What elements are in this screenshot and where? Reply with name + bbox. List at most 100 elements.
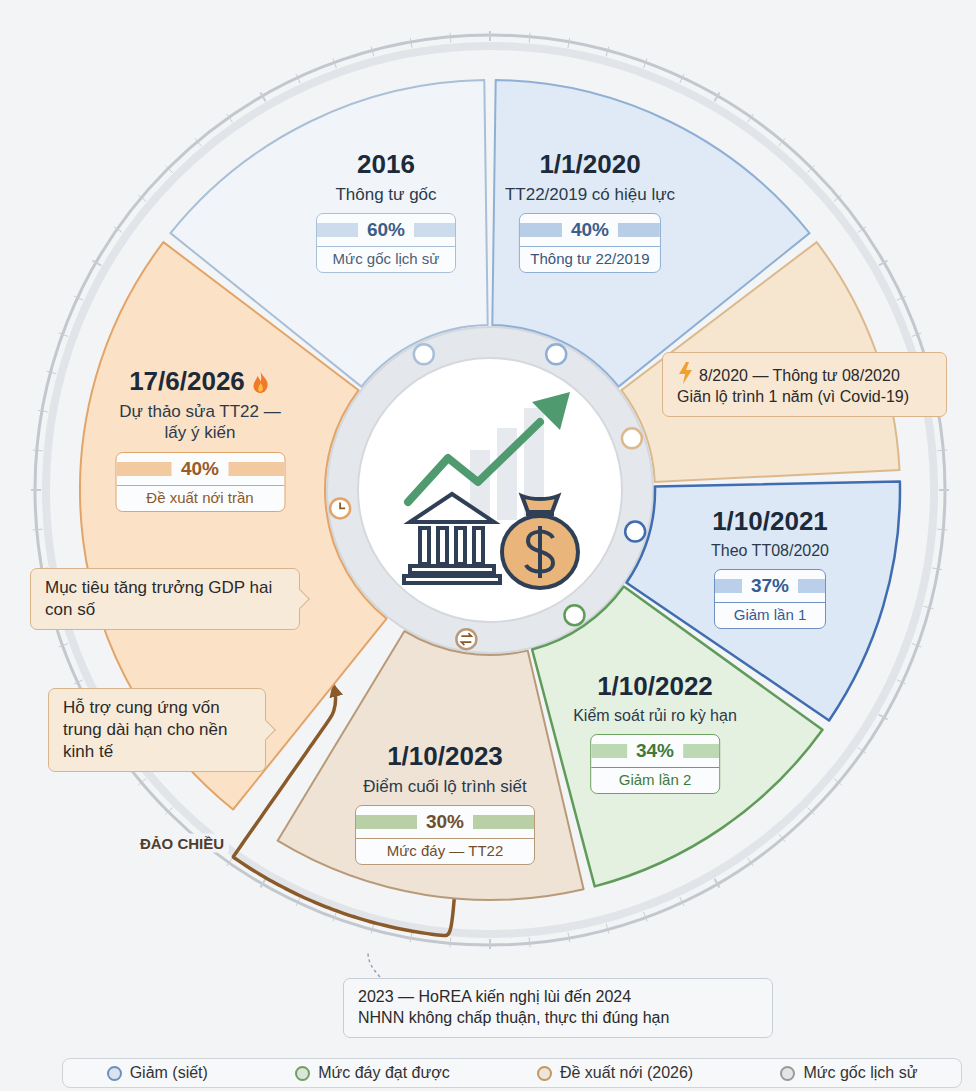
ring-tick [296,897,300,906]
ring-tick [227,114,233,122]
text-row: Hỗ trợ cung ứng vốn trung dài hạn cho nề… [63,697,251,763]
date-heading: 1/10/2023 [387,741,503,771]
rate-caption: Giảm lần 1 [734,606,807,623]
lightning-icon [677,361,693,385]
ring-tick [779,138,785,146]
timeline-segment: 1/1/2020TT22/2019 có hiệu lực40%Thông tư… [489,77,813,390]
date-heading: 1/10/2022 [597,671,713,701]
rate-value: 30% [417,811,473,832]
ring-tick [715,879,720,888]
text-row: Mục tiêu tăng trưởng GDP hai con số [45,577,285,621]
ring-tick [748,858,754,866]
hub-dot [622,428,642,448]
ring-tick [680,897,684,906]
ring-tick [606,924,609,934]
hub-dot [546,344,566,364]
growth-icon [408,392,570,520]
ring-tick [114,227,122,233]
ring-tick [748,114,754,122]
text-row: Điểm cuối lộ trình siết [355,776,535,797]
ring-tick [644,59,647,68]
note-leader [368,952,380,977]
ring-tick [59,644,68,647]
center-disk [358,358,622,622]
text-row: Giảm lần 2 [591,767,719,793]
ring-tick [568,932,570,942]
ring-tick [165,807,172,814]
legend-item: Giảm (siết) [107,1064,208,1082]
ring-tick [410,38,412,48]
hub-dot [330,498,350,518]
text-row: 1/10/2023 [355,740,535,776]
rate-value: 40% [172,458,228,479]
rate-caption: Giảm lần 2 [619,771,692,788]
ring-tick [47,371,57,374]
segment-content: 1/10/2022Kiểm soát rủi ro kỳ hạn 34%Giảm … [573,670,737,794]
segment-content: 1/10/2021Theo TT08/202037%Giảm lần 1 [711,505,829,629]
legend-swatch [107,1066,122,1081]
ring-tick [879,715,888,720]
legend-text: Mức đáy đạt được [318,1064,450,1082]
legend-item: Mức đáy đạt được [295,1064,450,1082]
text-row: 60% [317,214,455,246]
date-heading: 1/1/2020 [539,149,640,179]
ring-tick [138,779,146,785]
segment-subtitle: Thông tư gốc [335,185,436,204]
ring-tick [410,932,412,942]
rate-box: 34%Giảm lần 2 [590,734,720,794]
ring-tick [937,529,947,531]
ring-tick [680,74,684,83]
ring-tick [195,138,201,146]
text-row: 37% [715,570,825,602]
text-row: 2023 — HoREA kiến nghị lùi đến 2024 [358,987,758,1008]
hub-dot [414,344,434,364]
ring-tick [606,47,609,57]
hub-dot [625,522,645,542]
legend: Giảm (siết)Mức đáy đạt đượcĐề xuất nới (… [62,1058,962,1088]
callout-text: NHNN không chấp thuận, thực thi đúng hạn [358,1009,669,1026]
text-row: Đề xuất nới trần [116,485,284,511]
rate-value: 40% [562,219,618,240]
ring-tick [371,924,374,934]
ring-tick [807,807,814,814]
ring-tick [529,937,531,947]
hub-dot [564,605,584,625]
ring-tick [939,489,949,491]
segment-content: 2016Thông tư gốc 60% Mức gốc lịch sử [316,148,456,273]
rate-value: 37% [742,575,798,596]
ring-tick [371,47,374,57]
ring-tick [59,333,68,336]
date-heading: 2016 [357,149,415,179]
text-row: Giảm lần 1 [715,602,825,628]
ring-tick [529,33,531,43]
rate-box: 40%Thông tư 22/2019 [519,213,660,273]
rate-caption: Mức gốc lịch sử [333,250,440,267]
ring-tick [92,261,101,266]
callout-text: Hỗ trợ cung ứng vốn trung dài hạn cho nề… [63,698,227,761]
segment-subtitle: Kiểm soát rủi ro kỳ hạn [573,707,737,724]
legend-text: Mức gốc lịch sử [803,1064,917,1082]
callout-text: Mục tiêu tăng trưởng GDP hai con số [45,578,272,619]
ring-tick [333,59,336,68]
callout-text: 8/2020 — Thông tư 08/2020 [699,367,900,384]
legend-swatch [537,1066,552,1081]
ring-tick [38,410,48,412]
ring-tick [296,74,300,83]
outer-ring [46,46,934,934]
legend-swatch [780,1066,795,1081]
ring-tick [834,779,842,785]
ring-tick [924,606,934,609]
rate-caption: Đề xuất nới trần [146,489,253,506]
ring-tick [715,92,720,101]
ring-tick [489,31,491,41]
ring-tick [937,449,947,451]
ring-tick [449,33,451,43]
flame-icon [251,370,271,394]
ring-tick [261,92,266,101]
ring-tick [165,165,172,172]
segment-subtitle: Theo TT08/2020 [711,542,829,559]
bank-icon [404,494,500,583]
text-row: Kiểm soát rủi ro kỳ hạn [573,706,737,726]
ring-tick [333,912,336,921]
ring-tick [834,195,842,201]
